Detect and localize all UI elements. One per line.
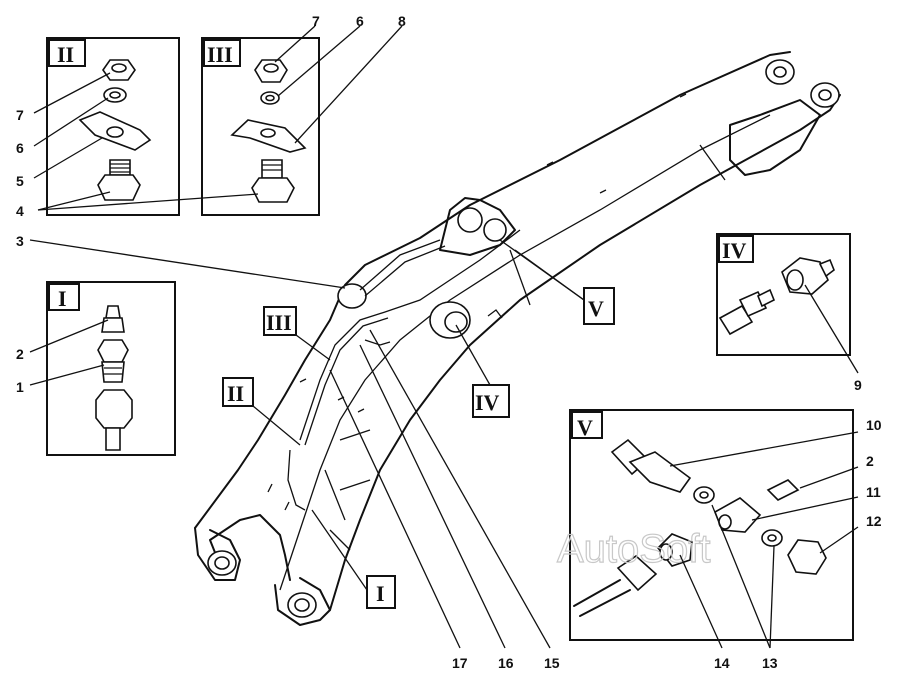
inset-III-label: III — [207, 42, 233, 67]
label-13: 13 — [762, 655, 778, 671]
inset-II: II — [46, 37, 180, 216]
grease-lines — [287, 229, 521, 511]
label-12: 12 — [866, 513, 882, 529]
callout-IV: IV — [475, 390, 500, 415]
label-4: 4 — [16, 203, 24, 219]
callout-V: V — [588, 296, 604, 321]
inset-V-label: V — [577, 415, 593, 440]
label-7-inset-III: 7 — [312, 13, 320, 29]
leader-lines — [29, 25, 859, 649]
label-3: 3 — [16, 233, 24, 249]
watermark: AutoSoft — [557, 527, 710, 571]
label-5: 5 — [16, 173, 24, 189]
inset-II-label: II — [57, 42, 74, 67]
label-16: 16 — [498, 655, 514, 671]
label-2-inset-V: 2 — [866, 453, 874, 469]
label-6-inset-II: 6 — [16, 140, 24, 156]
inset-I-label: I — [58, 286, 67, 311]
label-17: 17 — [452, 655, 468, 671]
label-15: 15 — [544, 655, 560, 671]
label-1: 1 — [16, 379, 24, 395]
inset-I: I — [46, 281, 176, 456]
label-2-inset-I: 2 — [16, 346, 24, 362]
inset-III: III — [201, 37, 320, 216]
label-14: 14 — [714, 655, 730, 671]
label-10: 10 — [866, 417, 882, 433]
inset-V: V — [569, 409, 854, 641]
callout-II: II — [227, 381, 244, 406]
callout-III: III — [266, 310, 292, 335]
inset-IV: IV — [716, 233, 851, 356]
boom-arm — [194, 51, 841, 626]
label-8: 8 — [398, 13, 406, 29]
label-11: 11 — [866, 484, 881, 500]
callout-boxes: III II V IV I — [222, 287, 615, 609]
label-6-inset-III: 6 — [356, 13, 364, 29]
label-9: 9 — [854, 377, 862, 393]
inset-IV-label: IV — [722, 238, 747, 263]
label-7-inset-II: 7 — [16, 107, 24, 123]
callout-I: I — [376, 581, 385, 606]
part-numbers: 7 6 8 7 6 5 4 3 2 1 9 10 2 11 12 17 16 1… — [16, 13, 882, 671]
